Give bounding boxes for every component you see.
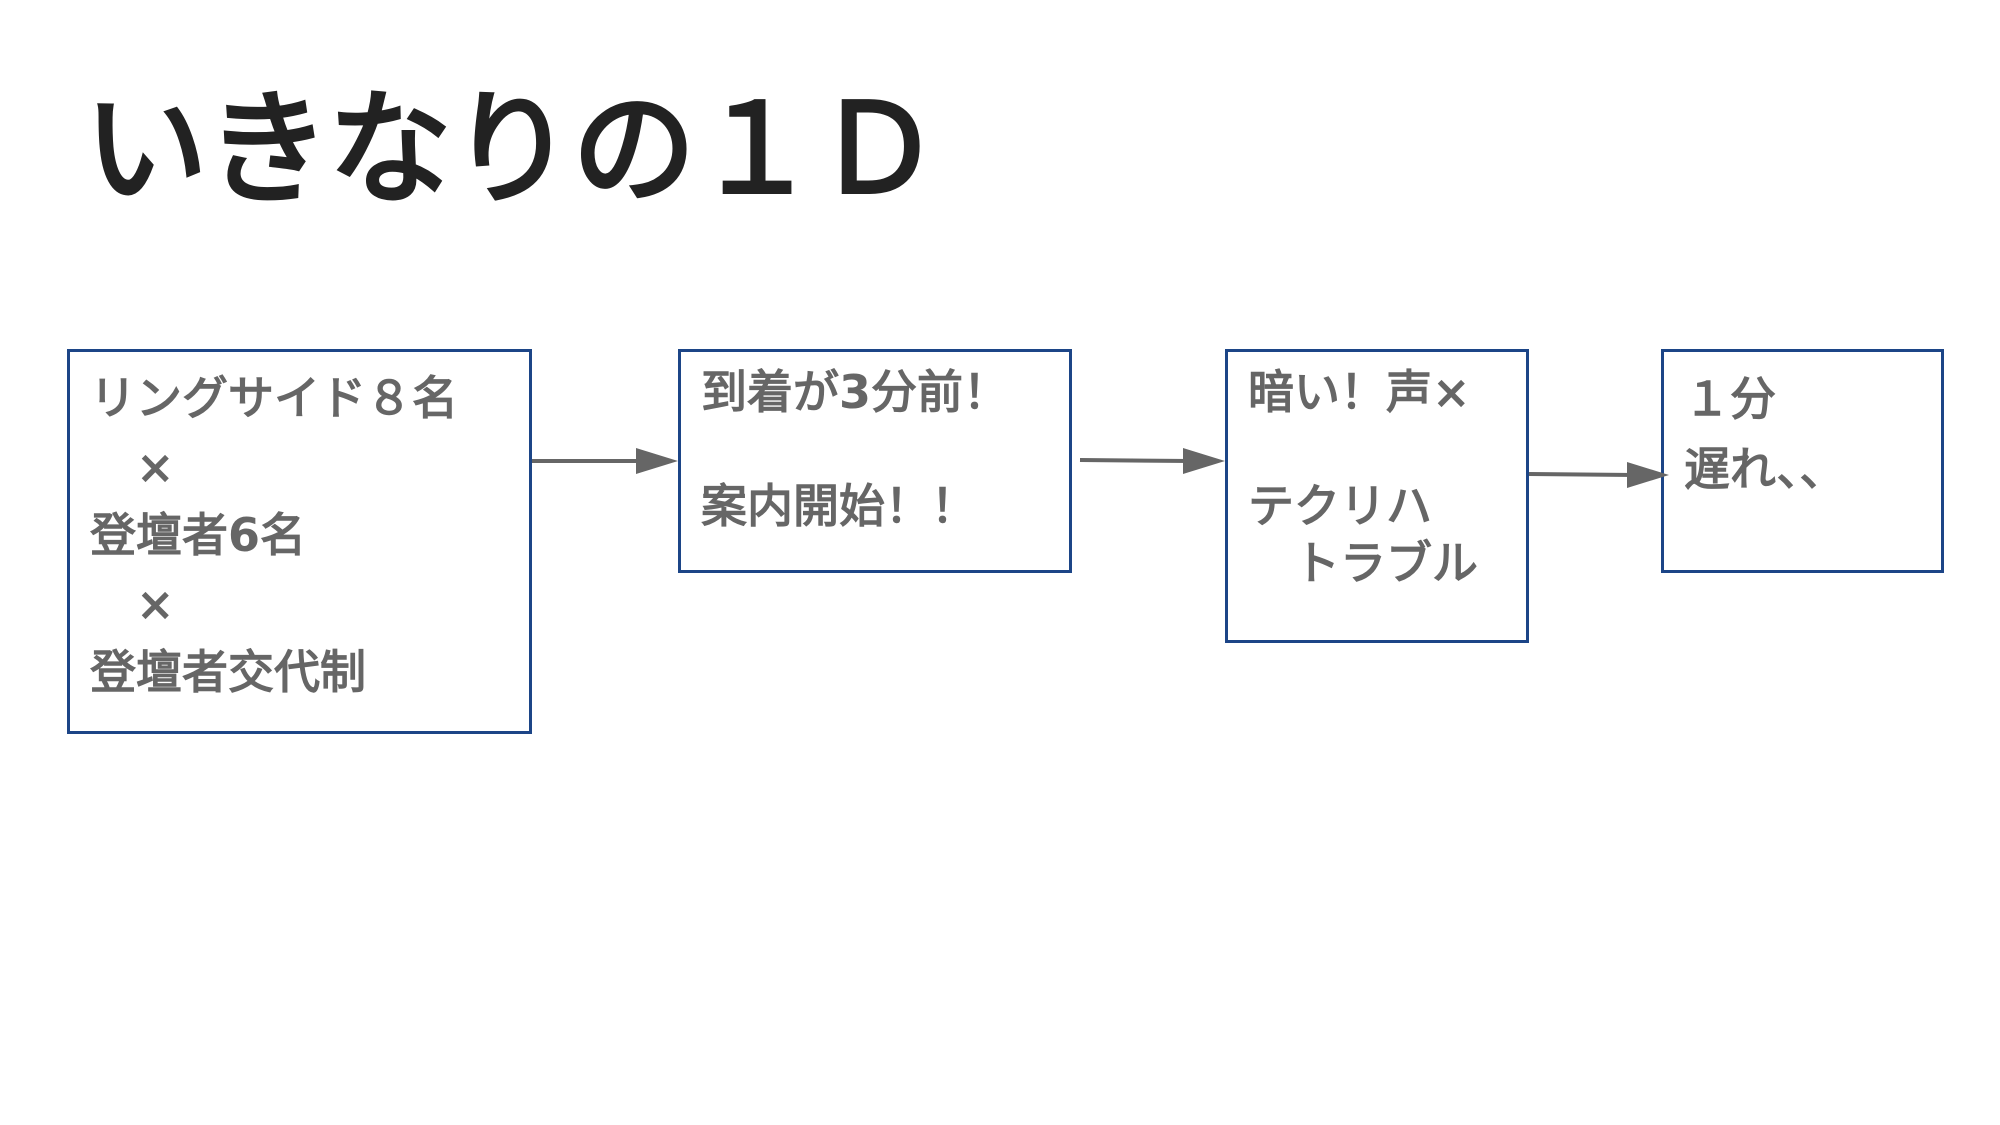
box-1-line-5: 登壇者交代制	[90, 645, 366, 699]
box-2-line-2	[701, 421, 1049, 478]
box-3-line-3: テクリハ	[1248, 479, 1432, 533]
flow-box-1: リングサイド８名 × 登壇者6名 × 登壇者交代制	[67, 349, 532, 734]
box-2-line-1: 到着が3分前！	[701, 365, 1010, 419]
arrow-connector-3	[1528, 462, 1669, 488]
box-1-line-2: ×	[90, 439, 175, 494]
arrow-connector-2	[1079, 448, 1225, 474]
slide-title: いきなりの１Ｄ	[84, 78, 940, 222]
arrow-connector-1	[532, 448, 678, 474]
box-1-line-4: ×	[90, 576, 175, 631]
box-3-line-4: トラブル	[1248, 536, 1478, 590]
flow-box-3: 暗い！声× テクリハ トラブル	[1225, 349, 1529, 643]
flow-box-2: 到着が3分前！ 案内開始！！	[678, 349, 1072, 573]
box-1-line-1: リングサイド８名	[90, 371, 458, 425]
flow-box-4: １分 遅れ、、	[1661, 349, 1944, 573]
box-4-line-1: １分	[1684, 372, 1776, 426]
box-1-line-3: 登壇者6名	[90, 508, 307, 562]
box-2-line-3: 案内開始！！	[701, 479, 977, 533]
box-4-line-2: 遅れ、、	[1684, 442, 1846, 496]
box-3-line-2	[1248, 421, 1506, 478]
box-3-line-1: 暗い！声×	[1248, 365, 1471, 419]
